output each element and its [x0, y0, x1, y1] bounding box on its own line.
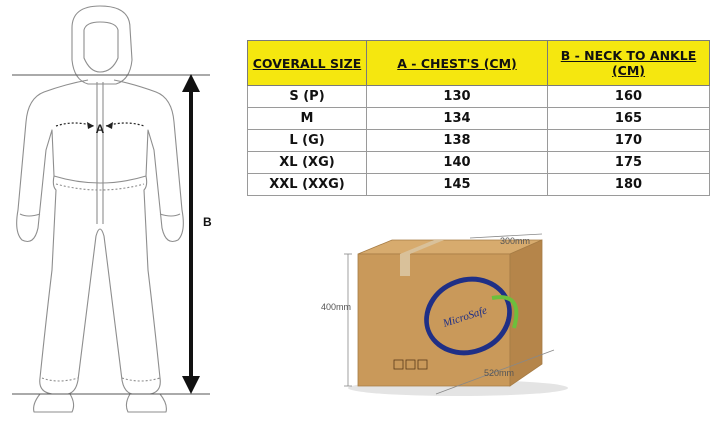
table-row: S (P) 130 160: [247, 85, 710, 108]
height-label: 400mm: [321, 302, 351, 312]
table-header-row: COVERALL SIZE A - CHEST'S (CM) B - NECK …: [247, 40, 710, 86]
height-label-b: B: [203, 215, 212, 229]
size-cell: M: [247, 107, 367, 130]
size-cell: L (G): [247, 129, 367, 152]
table-row: L (G) 138 170: [247, 129, 710, 152]
size-cell: XXL (XXG): [247, 173, 367, 196]
header-neck-to-ankle: B - NECK TO ANKLE (CM): [547, 40, 710, 86]
handling-icons: [393, 359, 428, 370]
length-cell: 160: [547, 85, 710, 108]
length-cell: 165: [547, 107, 710, 130]
chest-label-a: A: [96, 122, 105, 136]
coverall-diagram: A B: [12, 5, 212, 413]
length-cell: 170: [547, 129, 710, 152]
chest-cell: 134: [366, 107, 548, 130]
size-cell: S (P): [247, 85, 367, 108]
length-label: 520mm: [484, 368, 514, 378]
chest-cell: 130: [366, 85, 548, 108]
shipping-box-illustration: MicroSafe 300mm 400mm 520mm: [321, 233, 568, 396]
width-label: 300mm: [500, 236, 530, 246]
table-row: M 134 165: [247, 107, 710, 130]
hood-outline: [71, 5, 133, 85]
header-chest: A - CHEST'S (CM): [366, 40, 548, 86]
table-row: XXL (XXG) 145 180: [247, 173, 710, 196]
box-side-face: [509, 239, 543, 387]
size-table: COVERALL SIZE A - CHEST'S (CM) B - NECK …: [247, 40, 710, 196]
chest-cell: 145: [366, 173, 548, 196]
size-cell: XL (XG): [247, 151, 367, 174]
chest-cell: 140: [366, 151, 548, 174]
chest-cell: 138: [366, 129, 548, 152]
header-coverall-size: COVERALL SIZE: [247, 40, 367, 86]
length-cell: 175: [547, 151, 710, 174]
microsafe-logo: MicroSafe: [424, 276, 519, 356]
coverall-body-outline: [16, 79, 184, 395]
table-row: XL (XG) 140 175: [247, 151, 710, 174]
length-cell: 180: [547, 173, 710, 196]
